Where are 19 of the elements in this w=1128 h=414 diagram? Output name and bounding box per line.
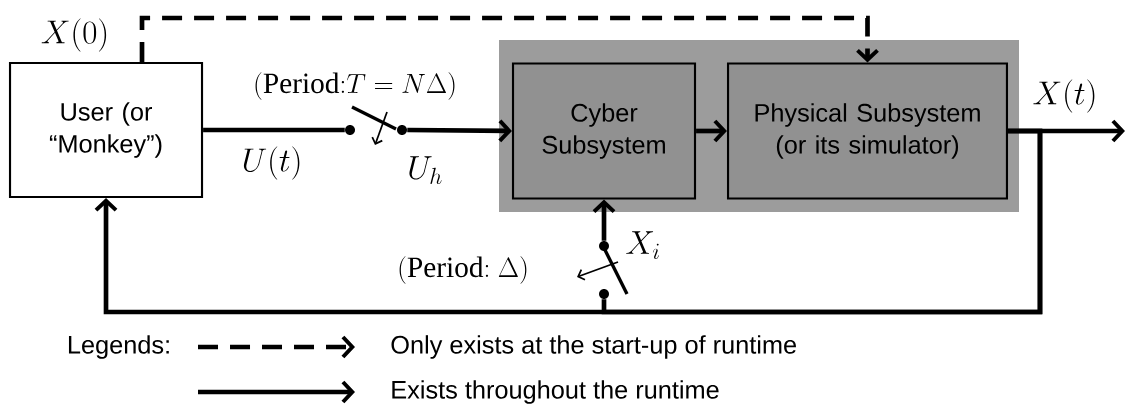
math-label: $(\mathrm{Period{:}}T = N\Delta)$ bbox=[255, 72, 455, 100]
math-label: $U_h$ bbox=[409, 156, 442, 185]
subsystem-box: Physical Subsystem (or its simulator) bbox=[726, 62, 1009, 200]
legend-text: Only exists at the start-up of runtime bbox=[391, 335, 796, 359]
legend-heading: Legends: bbox=[68, 335, 169, 359]
arrow bbox=[592, 199, 616, 241]
math-label: $U(t)$ bbox=[243, 146, 300, 180]
arrow bbox=[407, 119, 512, 143]
dashed-arrow bbox=[139, 15, 879, 63]
math-label: $(\mathrm{Period{:}}\ \Delta)$ bbox=[399, 256, 527, 284]
arrow bbox=[696, 119, 727, 143]
switch-symbol bbox=[345, 105, 407, 145]
line bbox=[601, 128, 1043, 315]
line bbox=[203, 127, 345, 133]
math-label: $X(t)$ bbox=[1033, 79, 1095, 113]
math-label: $X_i$ bbox=[626, 231, 659, 260]
legend-text: Exists throughout the runtime bbox=[392, 380, 719, 404]
subsystem-box: Cyber Subsystem bbox=[511, 62, 697, 200]
user-box: User (or “Monkey”) bbox=[8, 61, 204, 199]
